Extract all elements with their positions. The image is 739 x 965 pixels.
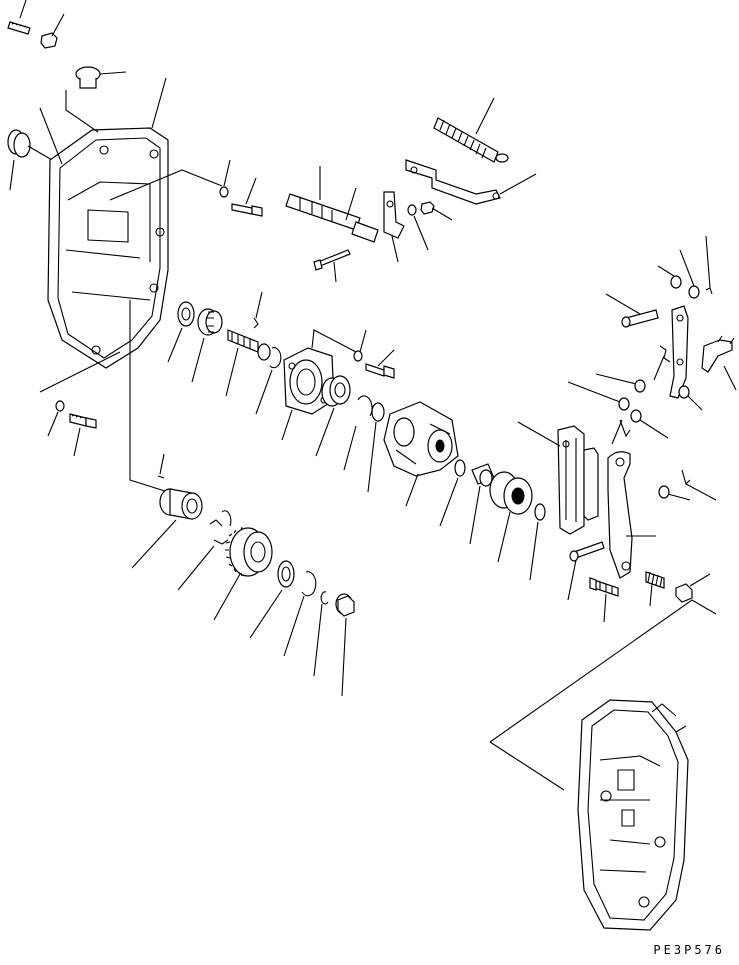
bolt-b[interactable] [69,413,97,457]
bolt-top-left[interactable] [7,0,31,35]
governor-housing[interactable] [39,77,169,369]
governor-spring[interactable] [433,97,509,163]
pin-lower-right[interactable] [567,541,605,601]
bracket-small[interactable] [383,191,405,263]
pin-a[interactable] [253,291,263,329]
washer-small-g[interactable] [678,385,703,411]
nut-small-d[interactable] [420,201,453,221]
washer-ring-4[interactable] [529,503,546,581]
washer-small-c[interactable] [353,329,367,362]
adjust-screw[interactable] [645,571,665,607]
clip-small[interactable] [313,591,329,677]
nut-top-left[interactable] [40,13,65,49]
nut-small-h[interactable] [630,409,669,439]
clip-g[interactable] [611,419,631,445]
snap-ring-1[interactable] [255,347,282,415]
bolt-a[interactable] [231,177,263,217]
bolt-c[interactable] [365,349,395,379]
flyweight-holder[interactable] [383,401,459,507]
bearing-2[interactable] [315,375,351,457]
washer-ring-1[interactable] [167,301,195,363]
bolt-right-a[interactable] [605,293,659,328]
governor-assembly[interactable] [577,699,689,931]
long-bolt[interactable] [313,249,351,283]
governor-spool[interactable] [285,166,379,243]
washer-small-a[interactable] [219,159,231,198]
snap-ring-3[interactable] [283,571,317,657]
sleeve[interactable] [469,463,495,545]
lever-plate-large[interactable] [517,421,599,535]
washer-small-e[interactable] [657,265,682,289]
split-ring[interactable] [177,510,232,591]
drive-gear[interactable] [213,526,273,621]
washer-ring-2[interactable] [367,402,385,493]
washer-small-h[interactable] [567,381,630,411]
link-plate-top[interactable] [405,159,537,205]
clip-e[interactable] [705,235,713,295]
washer-ring-5[interactable] [249,560,295,639]
pin-b[interactable] [157,453,165,479]
bolt-lower-right[interactable] [589,577,619,623]
bearing-1[interactable] [191,308,223,383]
clip-h[interactable] [681,469,717,501]
lever-vertical[interactable] [669,305,689,399]
snap-ring-2[interactable] [343,395,373,471]
washer-small-d[interactable] [407,204,429,251]
spool-bearing[interactable] [489,471,533,563]
washer-small-i[interactable] [658,485,691,501]
oil-seal-left[interactable] [7,129,53,191]
pin-bolt-right[interactable] [701,335,737,391]
washer-small-f[interactable] [595,373,646,393]
nut-right[interactable] [675,573,711,603]
clip-f[interactable] [653,345,671,381]
figure-code: PE3P576 [653,943,725,957]
collar[interactable] [131,488,203,569]
washer-ring-3[interactable] [439,459,466,527]
bearing-housing[interactable] [281,329,357,441]
drive-shaft[interactable] [225,329,271,397]
lever-curved[interactable] [607,451,656,579]
washer-small-b[interactable] [47,400,65,437]
plug-cap[interactable] [75,66,127,89]
nut-lower[interactable] [335,593,355,697]
nut-small-e[interactable] [679,249,700,299]
